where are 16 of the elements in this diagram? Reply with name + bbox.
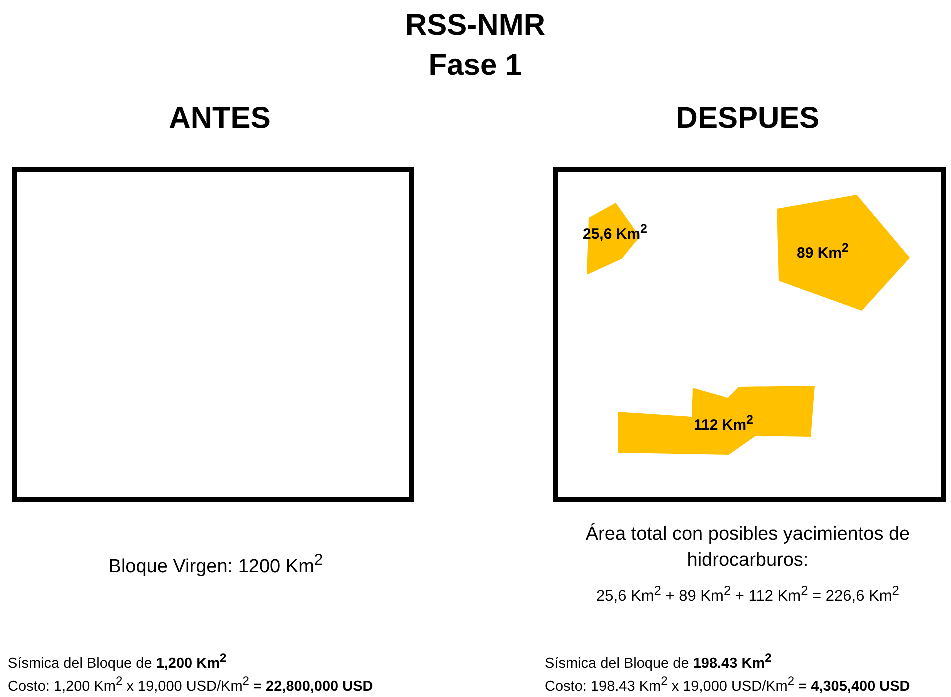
deposit-area-shape [777,195,911,312]
text-label: Costo: 1,200 Km$^{2}$ x 19,000 USD/Km$^{2}$ = 22,800,000 USD [8,674,374,695]
text-label: 25,6 Km$^{2}$ + 89 Km$^{2}$ + 112 Km$^{2}$ = 226,6 Km$^{2}$ [596,582,900,608]
title: RSS-NMR Fase 1 [404,8,546,84]
deposit-area-shape [618,386,816,456]
block-outline [12,167,414,502]
text-label: Bloque Virgen: 1200 Km$^{2}$ [108,551,324,580]
section-heading: DESPUES [675,102,821,136]
text-label: Área total con posibles yacimientos de hidrocarburos: [584,522,912,573]
text-label: Costo: 198.43 Km$^{2}$ x 19,000 USD/Km$^{2}$ = 4,305,400 USD [545,674,910,695]
section-heading: ANTES [168,102,272,136]
area-label: 112 Km$^{2}$ [694,413,754,434]
text-label: Sísmica del Bloque de 1,200 Km$^{2}$ [8,651,227,672]
area-label: 89 Km$^{2}$ [797,241,849,262]
block-outline [553,167,946,502]
text-label: Sísmica del Bloque de 198.43 Km$^{2}$ [545,651,772,672]
